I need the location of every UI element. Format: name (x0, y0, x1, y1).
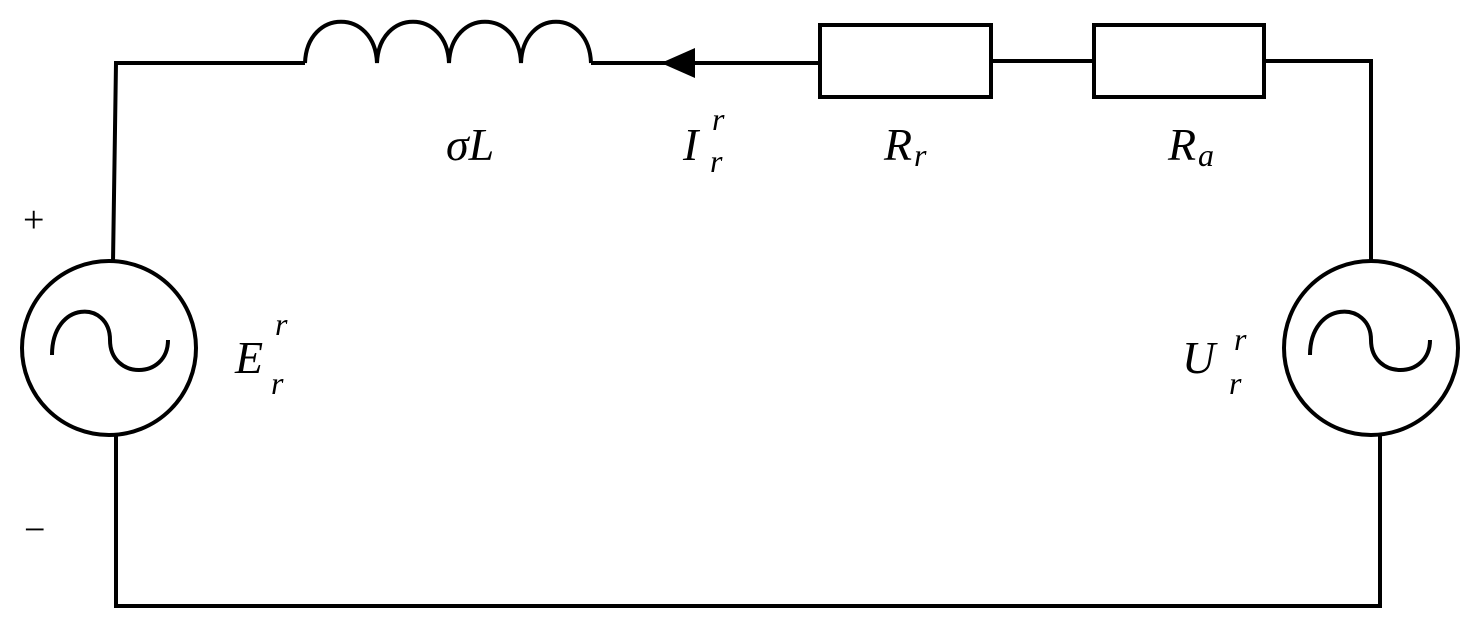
label-current: I (682, 119, 701, 170)
ac-source-left (20, 259, 198, 437)
inductor-coil (303, 19, 593, 64)
ac-wave-left-icon (50, 309, 170, 372)
ac-source-right (1282, 259, 1460, 437)
wire-right-top (1264, 59, 1373, 262)
label-resistor-rr: R (883, 119, 912, 170)
label-minus: − (24, 509, 45, 551)
label-source-left: E (234, 332, 263, 383)
label-inductor: σL (446, 119, 494, 170)
label-current-sub: r (710, 143, 723, 179)
label-source-left-sup: r (275, 306, 288, 342)
label-plus: + (23, 199, 44, 241)
resistor-rr (818, 23, 993, 99)
wire-bottom (114, 434, 1382, 608)
label-source-left-sub: r (271, 365, 284, 401)
current-arrow-icon (661, 48, 695, 78)
label-source-right: U (1182, 332, 1218, 383)
wire-left-top (111, 61, 305, 263)
label-source-right-sub: r (1229, 365, 1242, 401)
label-current-sup: r (712, 101, 725, 137)
label-resistor-rr-sub: r (914, 137, 927, 173)
ac-wave-right-icon (1308, 309, 1432, 372)
label-resistor-ra-sub: a (1198, 137, 1214, 173)
label-source-right-sup: r (1234, 321, 1247, 357)
label-resistor-ra: R (1167, 119, 1196, 170)
resistor-ra (1092, 23, 1266, 99)
